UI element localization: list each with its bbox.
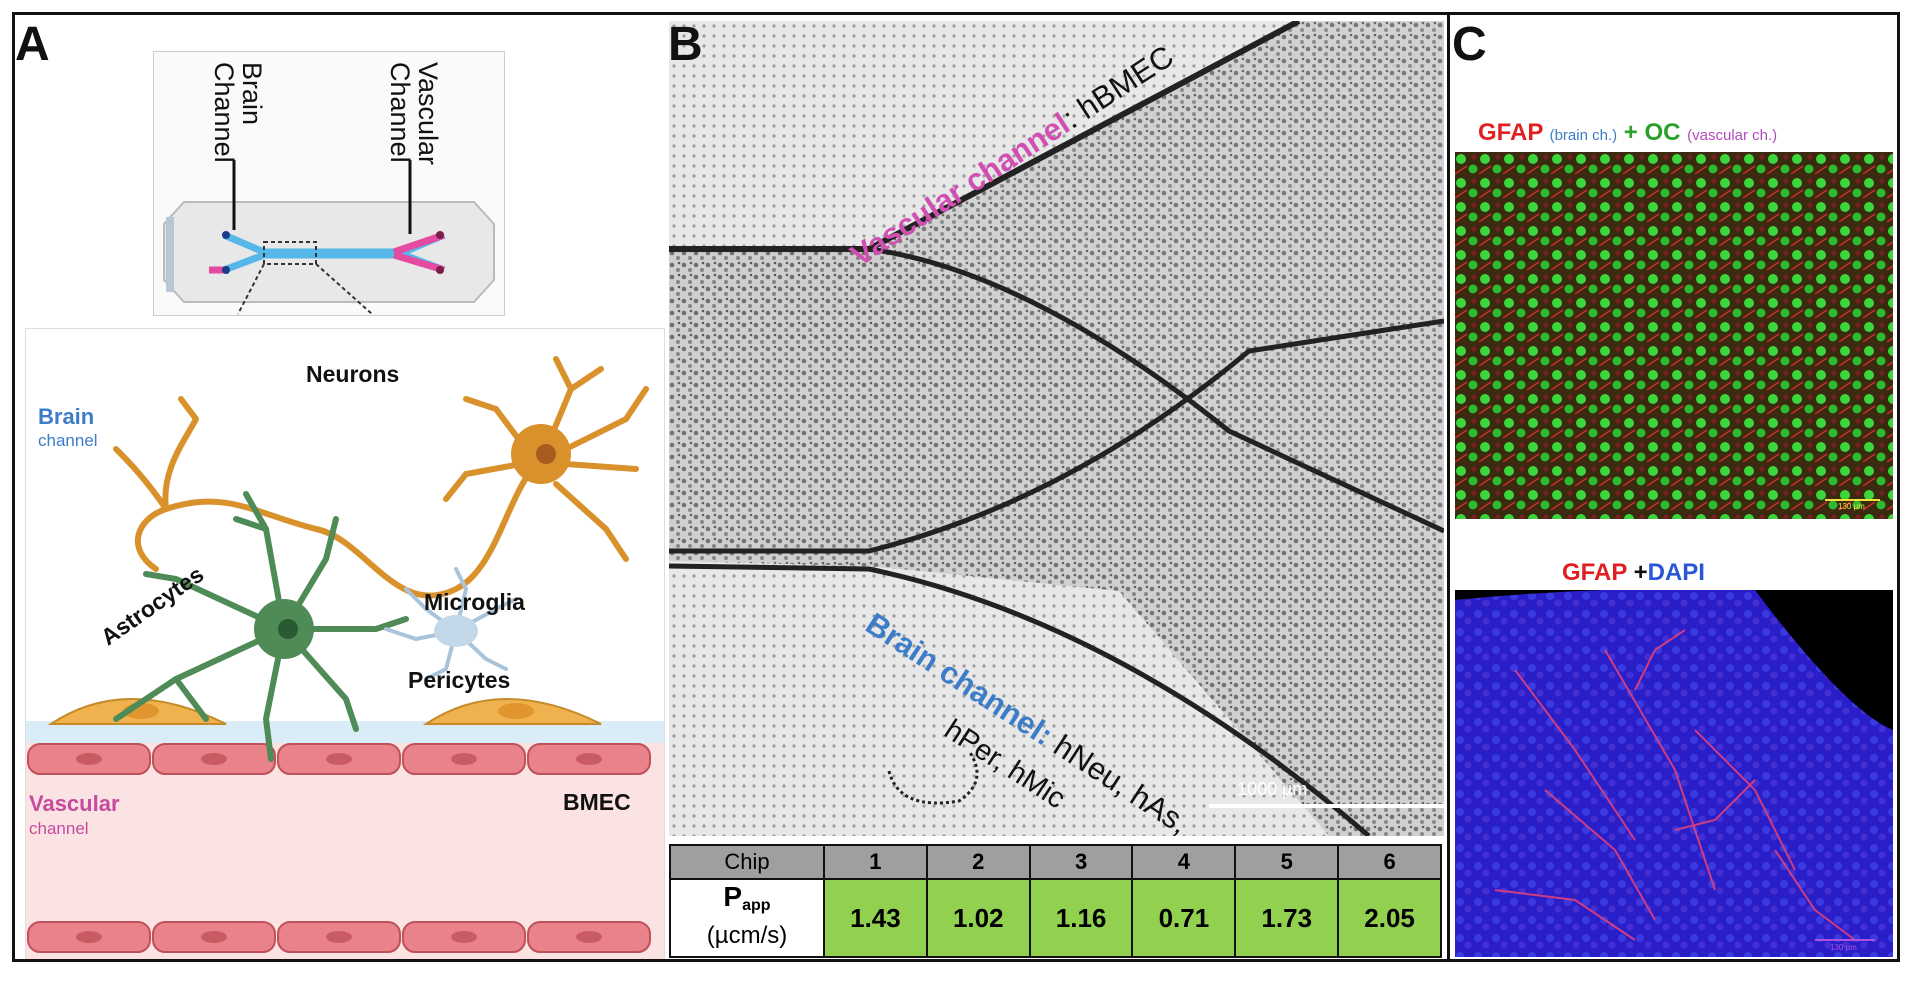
metric-unit: (µcm/s) (706, 922, 788, 950)
chip-number: 3 (1028, 844, 1134, 880)
panel-b: Vascular channel: hBMEC Brain channel: h… (666, 12, 1450, 962)
papp-value: 0.71 (1131, 878, 1237, 958)
plus-text: + (1633, 559, 1648, 586)
table-header-row: Chip 1 2 3 4 5 6 (669, 844, 1442, 880)
scalebar-label: 1000 µm (1237, 779, 1308, 799)
papp-value: 2.05 (1337, 878, 1442, 958)
vascular-sub-label: channel (29, 819, 89, 838)
metric-sub: app (742, 897, 771, 915)
papp-value: 1.16 (1028, 878, 1134, 958)
micrograph: Vascular channel: hBMEC Brain channel: h… (669, 21, 1444, 836)
panel-a-letter: A (15, 18, 50, 71)
top-caption: GFAP (brain ch.) + OC (vascular ch.) (1478, 119, 1777, 147)
brain-sub-label: channel (38, 431, 98, 450)
astrocyte (113, 491, 409, 762)
panel-b-letter: B (668, 18, 703, 71)
neurons-label: Neurons (306, 361, 400, 387)
dapi-text: DAPI (1647, 559, 1705, 586)
gfap-dapi-art (1455, 590, 1893, 957)
bottom-scalebar-label: 130 µm (1830, 943, 1857, 952)
vascular-channel-label: Vascular Channel (385, 62, 443, 166)
vascular-label: Vascular (29, 791, 120, 816)
chip-number: 2 (925, 844, 1031, 880)
metric-cell: Papp (µcm/s) (669, 878, 825, 958)
papp-value: 1.43 (823, 878, 928, 958)
chip-number: 4 (1131, 844, 1237, 880)
microglia-soma (434, 615, 478, 647)
micrograph-art (669, 21, 1444, 836)
panel-c-letter: C (1452, 18, 1487, 71)
pericytes-label: Pericytes (408, 667, 511, 693)
cell-diagram-art (26, 356, 664, 959)
plus-oc-text: + OC (1623, 119, 1681, 146)
panel-a: A Brain Channel Vascular Channel (12, 12, 669, 962)
chip-number: 5 (1234, 844, 1340, 880)
chip-number: 1 (823, 844, 928, 880)
gfap-text: GFAP (1478, 119, 1543, 146)
brain-ch-text: (brain ch.) (1549, 127, 1618, 144)
chip-photo: Brain Channel Vascular Channel (153, 51, 505, 316)
gfap-oc-image: 130 µm (1455, 152, 1893, 519)
papp-value: 1.73 (1234, 878, 1340, 958)
neuron (113, 356, 649, 599)
bmec-label: BMEC (563, 789, 631, 815)
bottom-caption: GFAP +DAPI (1562, 559, 1705, 587)
metric-symbol: P (723, 880, 743, 912)
gfap-oc-art (1455, 152, 1893, 519)
chip-illustration (163, 160, 495, 315)
vascular-ch-text: (vascular ch.) (1687, 127, 1778, 144)
gfap-dapi-image: 130 µm (1455, 590, 1893, 957)
brain-channel-label: Brain Channel (209, 62, 267, 163)
panel-c: C GFAP (brain ch.) + OC (vascular ch.) 1… (1447, 12, 1900, 962)
gfap-text-2: GFAP (1562, 559, 1627, 586)
papp-table: Chip 1 2 3 4 5 6 Papp (µcm/s) 1.43 1.02 … (669, 844, 1442, 958)
top-scalebar-label: 130 µm (1838, 502, 1865, 511)
cell-diagram: Neurons Brain channel Astrocytes Microgl… (25, 328, 665, 959)
papp-value: 1.02 (925, 878, 1031, 958)
microglia-label: Microglia (424, 589, 525, 615)
chip-number: 6 (1337, 844, 1442, 880)
brain-label: Brain (38, 404, 95, 429)
row-header-chip: Chip (669, 844, 825, 880)
table-value-row: Papp (µcm/s) 1.43 1.02 1.16 0.71 1.73 2.… (669, 878, 1442, 958)
